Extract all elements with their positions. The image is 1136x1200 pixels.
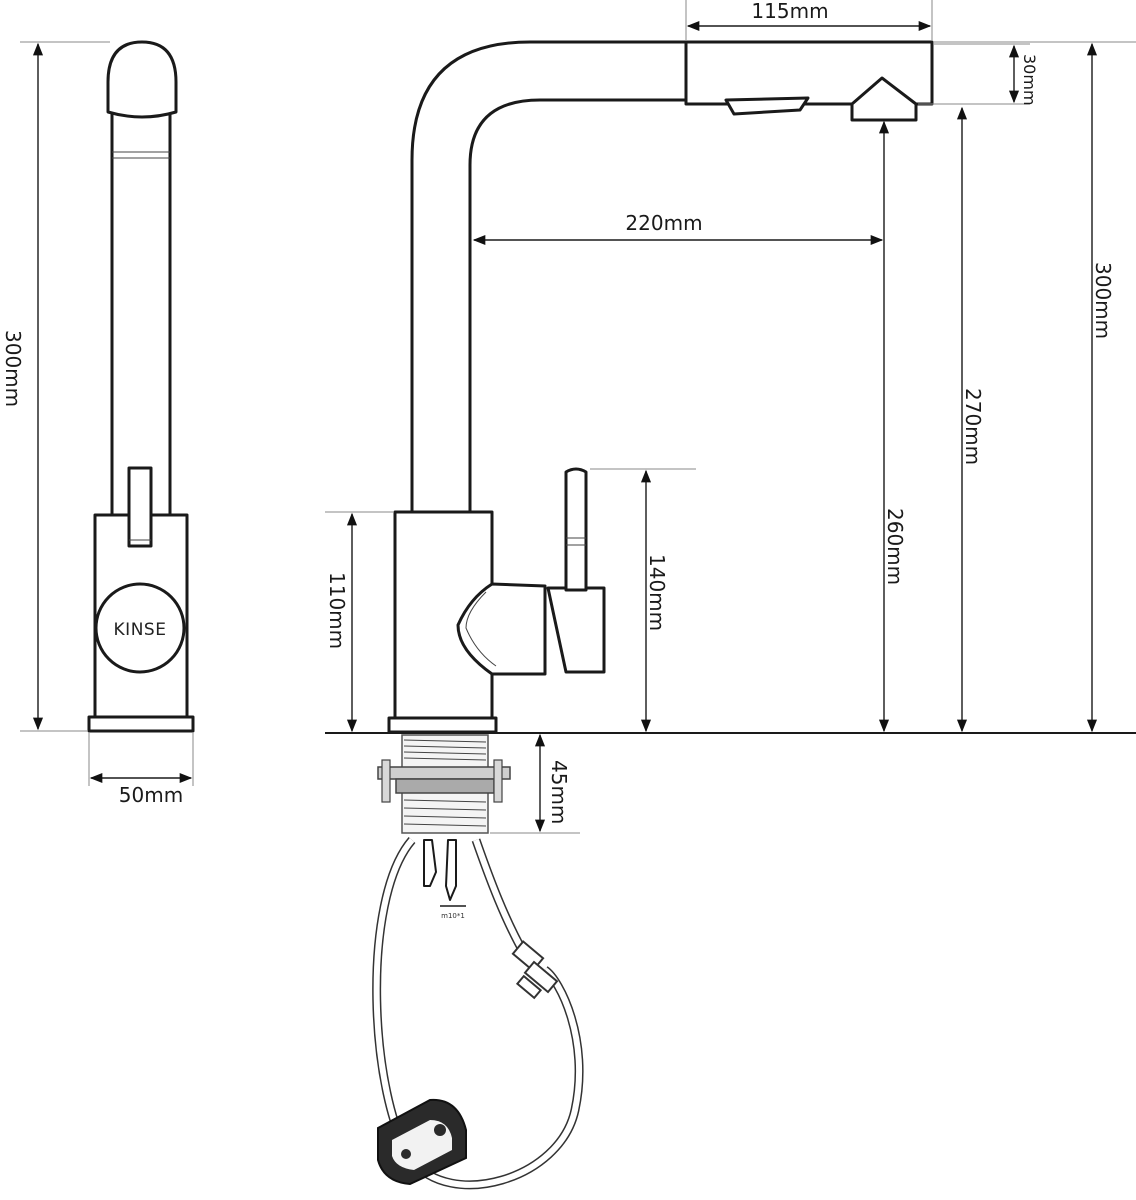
front-base-plate [87, 715, 195, 733]
lever-height-label: 140mm [645, 554, 669, 631]
front-handle-lever [127, 466, 153, 548]
side-handle-lever [564, 467, 588, 592]
front-spout-head [106, 40, 178, 119]
front-height-label: 300mm [1, 330, 25, 407]
front-base-width-label: 50mm [119, 783, 183, 807]
side-spout-tube [410, 40, 688, 514]
hose-thread-label: m10*1 [441, 912, 465, 920]
brand-logo: KINSE [114, 620, 167, 640]
reach-label: 220mm [625, 211, 702, 235]
outlet-270-label: 270mm [961, 388, 985, 465]
head-length-label: 115mm [751, 0, 828, 23]
side-height-label: 300mm [1091, 262, 1115, 339]
front-spout-tube [110, 110, 172, 522]
front-view: KINSE 300mm 50mm [1, 40, 195, 807]
hose-connector [511, 940, 559, 1000]
side-view: 115mm 30mm 300mm 270mm 260mm 220mm 140mm… [325, 0, 1136, 1190]
spray-outlet [850, 76, 918, 122]
side-base-plate [387, 716, 498, 734]
spray-button [724, 96, 810, 116]
outlet-260-label: 260mm [883, 508, 907, 585]
mounting-plate [377, 759, 511, 803]
hose-weight [377, 1098, 467, 1186]
head-height-label: 30mm [1020, 54, 1039, 106]
body-height-label: 110mm [325, 572, 349, 649]
handle-block [546, 586, 606, 674]
supply-pipes: m10*1 [423, 839, 466, 920]
front-handle-cap [94, 582, 186, 674]
shank-length-label: 45mm [547, 760, 571, 824]
